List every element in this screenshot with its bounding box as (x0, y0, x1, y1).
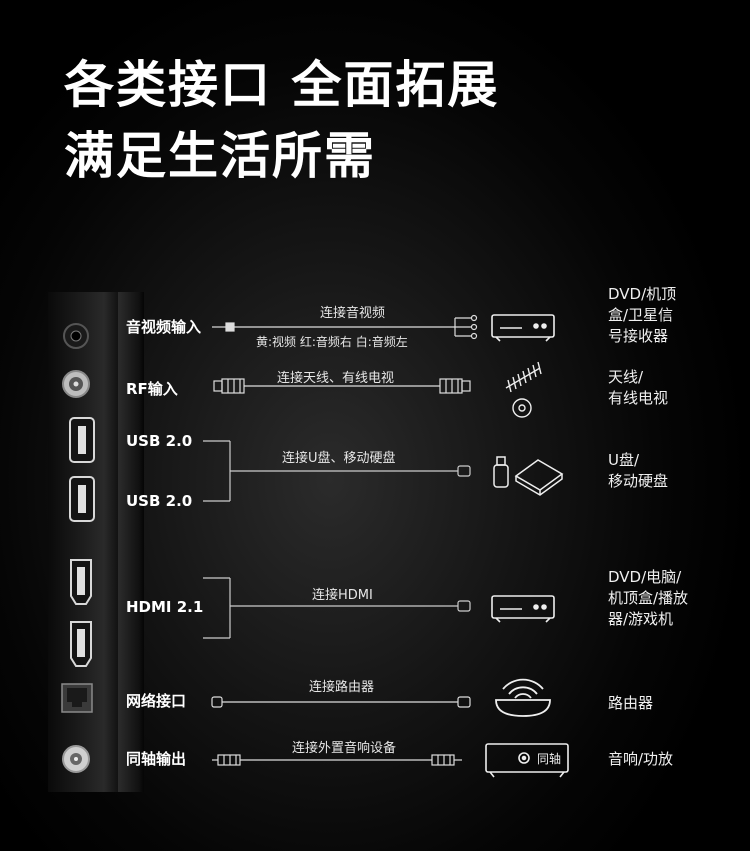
device-label-usb: U盘/ 移动硬盘 (608, 451, 669, 490)
port-label-usb-2: USB 2.0 (126, 492, 193, 510)
hdmi-port-icon (70, 621, 92, 667)
usb-drive-icon (493, 456, 509, 488)
device-label-hdmi: DVD/电脑/ 机顶盒/播放 器/游戏机 (608, 568, 689, 628)
cable-sublabel-av: 黄:视频 红:音频右 白:音频左 (256, 335, 408, 349)
usb-port-icon (69, 417, 95, 463)
av-jack-icon (63, 323, 89, 349)
port-label-rf: RF输入 (126, 380, 178, 398)
cable-label-av: 连接音视频 (320, 306, 386, 321)
port-label-ethernet: 网络接口 (126, 692, 187, 710)
set-top-box-icon (491, 595, 555, 623)
cable-label-ethernet: 连接路由器 (309, 680, 375, 695)
ethernet-port-icon (61, 683, 93, 713)
device-label-ethernet: 路由器 (608, 694, 654, 712)
coax-port-icon (62, 745, 90, 773)
cable-label-hdmi: 连接HDMI (312, 588, 373, 603)
device-label-coax: 音响/功放 (608, 750, 674, 768)
rf-port-icon (62, 370, 90, 398)
audio-box-icon (485, 743, 569, 778)
set-top-box-icon (491, 314, 555, 342)
usb-port-icon (69, 476, 95, 522)
cable-label-rf: 连接天线、有线电视 (277, 371, 395, 386)
port-label-usb-1: USB 2.0 (126, 432, 193, 450)
cable-label-coax: 连接外置音响设备 (292, 741, 397, 756)
antenna-icon (505, 361, 542, 418)
audio-box-label: 同轴 (537, 752, 562, 766)
cable-label-usb: 连接U盘、移动硬盘 (282, 451, 396, 466)
tv-panel-edge (118, 292, 144, 792)
device-label-rf: 天线/ 有线电视 (608, 368, 669, 407)
headline-line-1: 各类接口 全面拓展 (64, 56, 500, 114)
router-icon (495, 678, 551, 717)
port-label-av: 音视频输入 (126, 318, 202, 336)
port-label-coax: 同轴输出 (126, 750, 187, 768)
headline-line-2: 满足生活所需 (64, 127, 376, 185)
hdmi-port-icon (70, 559, 92, 605)
hard-disk-icon (514, 459, 564, 496)
port-label-hdmi: HDMI 2.1 (126, 598, 204, 616)
device-label-av: DVD/机顶 盒/卫星信 号接收器 (608, 285, 677, 345)
